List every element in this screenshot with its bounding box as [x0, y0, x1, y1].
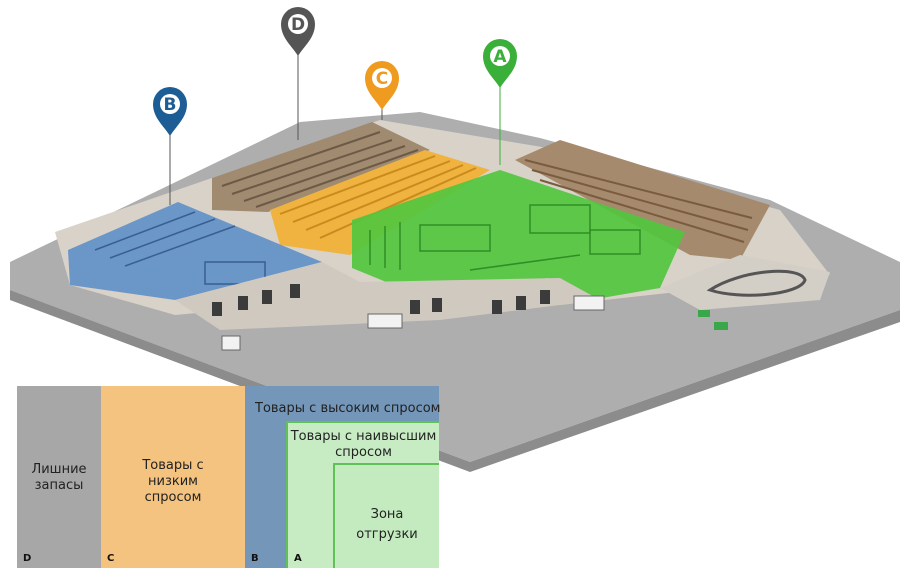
zone-c-letter: C: [107, 553, 115, 564]
legend-zone-shipping: Зона отгрузки: [333, 463, 439, 568]
zone-d-letter: D: [23, 553, 32, 564]
legend-zone-c: Товары с низким спросом C: [101, 386, 245, 568]
pin-a: A: [483, 39, 517, 88]
loading-docks: [212, 284, 550, 316]
pin-c: C: [365, 61, 399, 110]
zone-right-rack-lines: [524, 159, 753, 243]
pin-a-letter: A: [493, 47, 507, 67]
zone-d-racks: [212, 122, 430, 212]
zone-a-area: [352, 170, 685, 300]
zone-shipping-label: Зона отгрузки: [356, 507, 418, 542]
pin-d-letter: D: [291, 15, 305, 35]
ground-plate-edge: [10, 290, 900, 472]
zone-a-details: [369, 204, 641, 271]
conveyor-loop: [706, 269, 807, 297]
legend-zone-d: Лишние запасы D: [17, 386, 101, 568]
zone-c-label: Товары с низким спросом: [142, 458, 204, 505]
zone-b-area: [68, 202, 322, 300]
zone-a-letter: A: [294, 553, 302, 564]
pin-c-letter: C: [376, 69, 388, 89]
conveyor-area: [660, 255, 830, 310]
pin-b-letter: B: [164, 95, 177, 115]
zone-b-label: Товары с высоким спросом: [255, 401, 441, 416]
zone-d-label: Лишние запасы: [31, 462, 87, 493]
trucks: [221, 295, 728, 351]
pin-b: B: [153, 87, 187, 136]
zone-d-rack-lines: [221, 131, 419, 208]
pin-d: D: [281, 7, 315, 56]
zone-c-rack-lines: [279, 155, 477, 239]
zone-legend: Лишние запасы D Товары с низким спросом …: [17, 386, 441, 568]
zone-b-letter: B: [251, 553, 259, 564]
zone-a-label: Товары с наивысшим спросом: [290, 429, 437, 460]
zone-b-details: [94, 211, 266, 285]
